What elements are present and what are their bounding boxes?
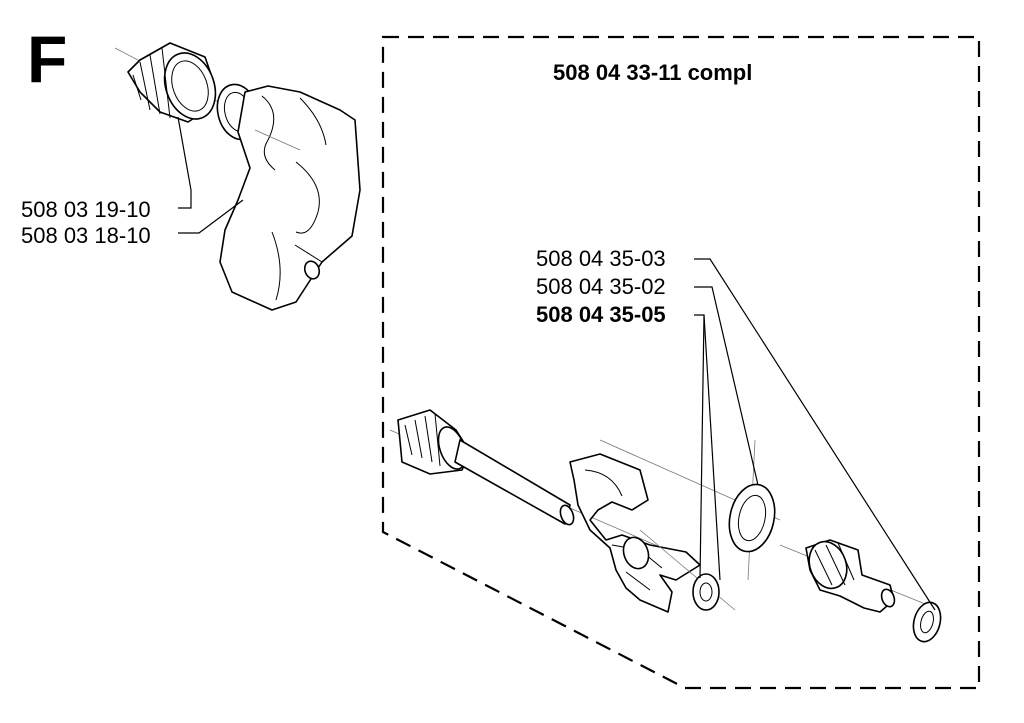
middle-washer-part <box>728 439 776 581</box>
small-washer-part <box>692 573 720 611</box>
callout-washer-middle: 508 04 35-02 <box>536 274 666 299</box>
leader-washer-middle <box>694 286 759 486</box>
callout-oil-cap: 508 03 19-10 <box>21 197 151 222</box>
oil-cap-part <box>114 42 311 151</box>
callout-washer-far-right: 508 04 35-03 <box>536 246 666 271</box>
worm-gear-part <box>779 539 941 613</box>
callout-oil-cap-housing: 508 03 18-10 <box>21 223 151 248</box>
splined-shaft-part <box>389 409 691 561</box>
callout-washer-small: 508 04 35-05 <box>536 302 666 327</box>
far-right-washer-part <box>912 601 942 643</box>
leader-washer-small <box>694 314 705 579</box>
leader-oil-cap-housing <box>178 199 244 234</box>
kit-boundary-dashed <box>381 35 981 690</box>
leader-washer-far-right <box>694 258 936 611</box>
oil-cap-housing-part <box>216 83 361 311</box>
section-letter: F <box>27 22 67 96</box>
leader-washer-small-2 <box>703 314 721 581</box>
kit-label: 508 04 33-11 compl <box>553 60 752 85</box>
leader-oil-cap <box>177 116 192 209</box>
